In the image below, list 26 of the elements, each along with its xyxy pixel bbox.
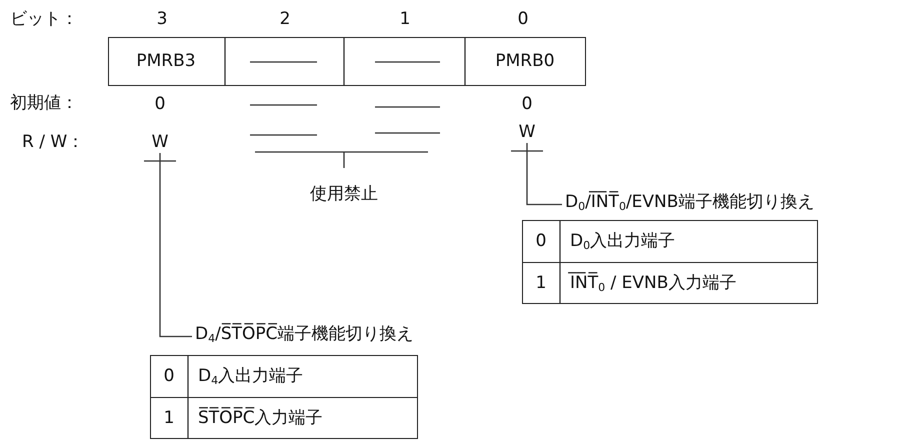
bit-number: 1: [400, 8, 410, 30]
function-heading: D$_{4}$/S̅T̅O̅P̅C̅端子機能切り換え: [195, 323, 414, 350]
row-heading: R / W：: [22, 131, 84, 153]
option-description: D$_{4}$入出力端子: [198, 365, 304, 389]
leader-line: [510, 142, 563, 206]
initial-value: 0: [154, 93, 166, 115]
function-heading: D$_{0}$/I̅N̅T̅$_{0}$/EVNB端子機能切り換え: [565, 191, 814, 218]
leader-line: [143, 152, 193, 338]
option-value: 1: [536, 272, 546, 294]
row-heading: ビット：: [10, 8, 78, 30]
option-description: I̅N̅T̅$_{0}$ / EVNB入力端子: [570, 272, 736, 296]
option-value: 1: [164, 407, 174, 429]
bit-name: PMRB3: [136, 50, 196, 72]
bit-number: 0: [518, 8, 528, 30]
access-type: W: [518, 121, 536, 143]
bit-name: PMRB0: [495, 50, 555, 72]
row-heading: 初期値：: [10, 92, 78, 114]
bit-number: 2: [280, 8, 290, 30]
option-description: S̅T̅O̅P̅C̅入力端子: [198, 407, 323, 429]
prohibited-note: 使用禁止: [310, 183, 378, 205]
option-value: 0: [536, 230, 546, 252]
bit-number: 3: [156, 8, 168, 30]
option-value: 0: [164, 365, 174, 387]
option-description: D$_{0}$入出力端子: [570, 230, 676, 254]
access-type: W: [152, 131, 168, 153]
initial-value: 0: [522, 93, 532, 115]
